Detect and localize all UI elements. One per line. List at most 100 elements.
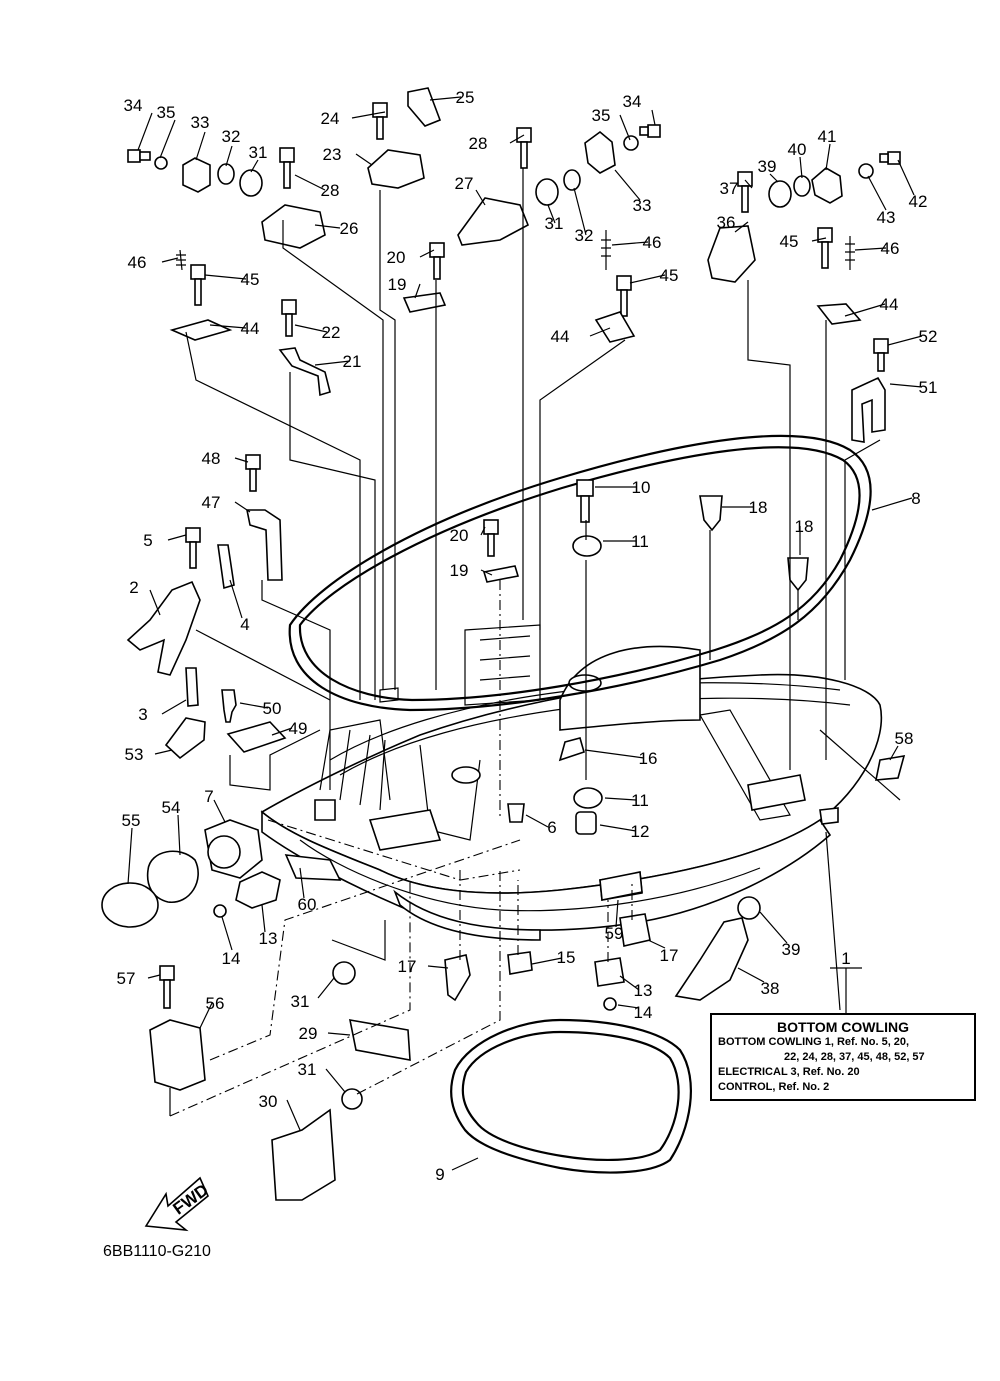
bracket-56 [149, 1019, 206, 1091]
legend-line: 22, 24, 28, 37, 45, 48, 52, 57 [784, 1051, 925, 1063]
part-label-30: 30 [259, 1092, 278, 1111]
legend-title: BOTTOM COWLING [777, 1019, 909, 1035]
part-label-55: 55 [122, 811, 141, 830]
part-label-16: 16 [639, 749, 658, 768]
plate-44a [169, 319, 233, 341]
part-label-57: 57 [117, 969, 136, 988]
legend-box: BOTTOM COWLING BOTTOM COWLING 1, Ref. No… [710, 1013, 976, 1101]
bolt-57 [159, 965, 175, 1009]
part-label-5: 5 [143, 531, 152, 550]
part-label-34b: 34 [623, 92, 642, 111]
holder-33a [182, 157, 211, 193]
spring-46a [176, 249, 186, 271]
bolt-48 [245, 454, 261, 492]
clip-19b [482, 565, 520, 583]
part-label-19b: 19 [450, 561, 469, 580]
pin-50 [221, 689, 237, 723]
grommet-15 [507, 951, 533, 975]
grommet-17a [444, 954, 471, 1002]
holder-33b [584, 130, 616, 174]
legend-line: ELECTRICAL 3, Ref. No. 20 [718, 1066, 860, 1078]
part-label-6: 6 [547, 818, 556, 837]
washer-35a [154, 156, 168, 170]
part-label-40: 40 [788, 140, 807, 159]
spring-46c [845, 236, 855, 270]
part-label-24: 24 [321, 109, 340, 128]
part-label-44a: 44 [241, 319, 260, 338]
clip-14b [603, 997, 617, 1011]
part-label-20b: 20 [450, 526, 469, 545]
bolt-42 [879, 151, 901, 165]
collar-32a [217, 163, 235, 185]
bolt-45a [190, 264, 206, 306]
part-label-48: 48 [202, 449, 221, 468]
part-label-39b: 39 [782, 940, 801, 959]
part-label-27: 27 [455, 174, 474, 193]
bracket-21 [278, 347, 331, 397]
part-label-59: 59 [605, 924, 624, 943]
part-label-29: 29 [299, 1024, 318, 1043]
part-label-31b: 31 [545, 214, 564, 233]
spring-46b [601, 230, 611, 270]
bolt-22 [281, 299, 297, 337]
part-label-45b: 45 [660, 266, 679, 285]
part-label-20a: 20 [387, 248, 406, 267]
cap-18a [699, 495, 723, 532]
seal-9 [450, 1018, 692, 1174]
part-label-28a: 28 [321, 181, 340, 200]
part-label-31d: 31 [298, 1060, 317, 1079]
bolt-52 [873, 338, 889, 372]
block-27 [457, 197, 530, 246]
clip-19a [402, 292, 447, 313]
bolt-34b [639, 124, 661, 138]
clip-53 [164, 717, 206, 760]
part-label-25: 25 [456, 88, 475, 107]
bracket-49 [226, 721, 287, 753]
part-label-52: 52 [919, 327, 938, 346]
bolt-28b [516, 127, 532, 169]
part-label-31c: 31 [291, 992, 310, 1011]
label-58 [875, 755, 906, 781]
part-label-2: 2 [129, 578, 138, 597]
grommet-11a [572, 535, 602, 557]
bolt-37 [737, 171, 753, 213]
legend-line: CONTROL, Ref. No. 2 [718, 1081, 830, 1093]
part-label-7: 7 [204, 787, 213, 806]
part-label-17a: 17 [660, 946, 679, 965]
seal-ring-8 [288, 434, 872, 712]
part-label-14b: 14 [634, 1003, 653, 1022]
collar-40 [793, 175, 811, 197]
part-label-43: 43 [877, 208, 896, 227]
cable-60 [284, 854, 342, 881]
plate-44b [594, 311, 636, 343]
part-label-39a: 39 [758, 157, 777, 176]
cover-30 [271, 1108, 336, 1201]
lever-2 [126, 580, 201, 676]
part-label-54: 54 [162, 798, 181, 817]
block-36 [707, 225, 756, 283]
part-label-17b: 17 [398, 957, 417, 976]
part-label-33a: 33 [191, 113, 210, 132]
grommet-39b [737, 896, 761, 920]
bottom-cowling-body [260, 624, 883, 941]
part-label-56: 56 [206, 994, 225, 1013]
part-label-23: 23 [323, 145, 342, 164]
grommet-31c [332, 961, 356, 985]
hardware-parts [101, 87, 906, 1201]
part-label-50: 50 [263, 699, 282, 718]
part-label-35b: 35 [592, 106, 611, 125]
grommet-31b [535, 178, 559, 206]
part-label-35a: 35 [157, 103, 176, 122]
pin-6 [507, 803, 525, 823]
washer-43 [858, 163, 874, 179]
part-label-11a: 11 [631, 532, 649, 551]
part-label-31a: 31 [249, 143, 268, 162]
grommet-39a [768, 180, 792, 208]
part-label-18b: 18 [795, 517, 814, 536]
plate-44c [816, 303, 862, 325]
part-label-3: 3 [138, 705, 147, 724]
bolt-20b [483, 519, 499, 557]
part-label-60: 60 [298, 895, 317, 914]
leader-lines [127, 96, 923, 1171]
